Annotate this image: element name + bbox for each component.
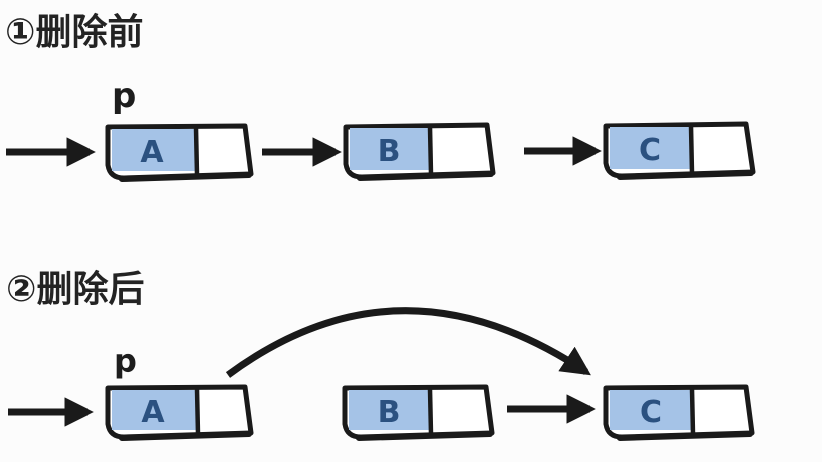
- pointer-p-label-before: p: [112, 76, 136, 116]
- node-bottom-edge: [119, 172, 252, 182]
- node-letter: A: [140, 135, 164, 170]
- node-letter: B: [378, 395, 401, 430]
- after-section-title: ②删除后: [6, 269, 144, 310]
- node-a-after: A: [105, 384, 254, 441]
- node-c-before: C: [603, 121, 756, 180]
- node-bottom-edge: [119, 431, 252, 441]
- node-data-cell: [610, 127, 690, 169]
- node-bottom-edge: [617, 431, 753, 441]
- node-letter: C: [639, 133, 661, 168]
- node-cell-divider: [689, 388, 696, 435]
- node-cell-divider: [194, 388, 201, 435]
- node-data-cell: [112, 390, 196, 430]
- node-a-before: A: [105, 123, 254, 182]
- node-cell-divider: [427, 126, 434, 175]
- node-b-before: B: [343, 122, 496, 181]
- node-data-cell: [350, 128, 429, 170]
- node-c-after: C: [603, 384, 755, 441]
- before-section-title: ①删除前: [5, 12, 143, 53]
- node-letter: B: [378, 134, 401, 169]
- node-bottom-edge: [617, 170, 754, 180]
- pointer-p-label-after: p: [114, 342, 137, 380]
- curved-arrow-a-to-c: [225, 307, 591, 378]
- node-bottom-edge: [357, 171, 494, 181]
- node-b-after: B: [342, 384, 495, 441]
- node-data-cell: [112, 129, 195, 171]
- node-bottom-edge: [356, 431, 493, 441]
- node-data-cell: [610, 390, 691, 430]
- node-data-cell: [349, 390, 429, 430]
- node-cell-divider: [427, 388, 434, 435]
- node-letter: C: [640, 395, 662, 430]
- node-cell-divider: [688, 125, 695, 174]
- node-cell-divider: [193, 127, 200, 176]
- node-letter: A: [141, 395, 165, 430]
